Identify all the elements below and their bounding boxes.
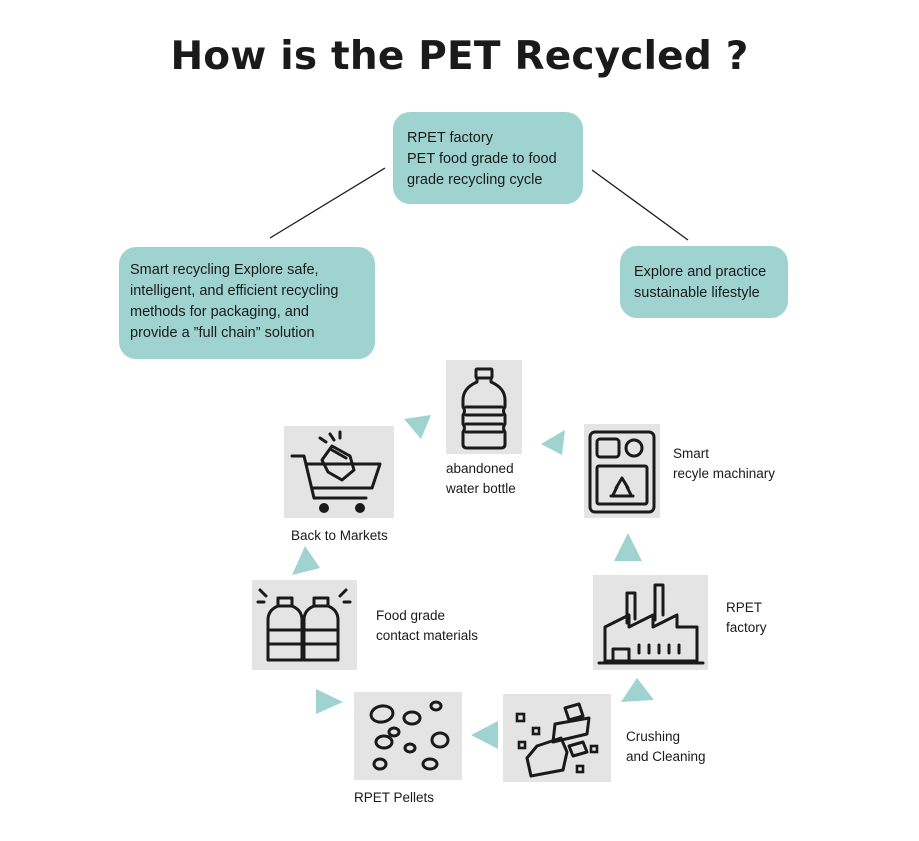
arrow-factory-to-machine <box>614 533 642 561</box>
connector-left <box>269 167 386 239</box>
left-box-line-4: provide a ”full chain” solution <box>130 325 315 341</box>
pellets-card <box>354 692 462 780</box>
food-grade-card <box>252 580 357 670</box>
crushing-label: Crushing and Cleaning <box>626 727 706 767</box>
food-grade-label: Food grade contact materials <box>376 606 478 646</box>
machine-label-line-1: Smart <box>673 446 710 461</box>
left-box-line-3: methods for packaging, and <box>130 304 309 320</box>
machine-label-line-2: recyle machinary <box>673 466 776 481</box>
machine-label: Smart recyle machinary <box>673 444 775 484</box>
crushing-label-line-1: Crushing <box>626 729 681 744</box>
left-box-line-1: Smart recycling Explore safe, <box>130 262 319 278</box>
right-box-line-2: sustainable lifestyle <box>634 285 760 301</box>
bottle-label: abandoned water bottle <box>446 459 516 499</box>
sustainable-lifestyle-box: Explore and practice sustainable lifesty… <box>620 246 788 318</box>
arrow-machine-to-bottle <box>541 430 565 455</box>
food-grade-bottles-icon <box>256 588 352 662</box>
pellets-label-line-1: RPET Pellets <box>354 790 435 805</box>
factory-icon <box>597 583 705 665</box>
cart-label: Back to Markets <box>291 526 388 546</box>
food-grade-label-line-1: Food grade <box>376 608 446 623</box>
bottle-label-line-1: abandoned <box>446 461 514 476</box>
top-box-line-2: PET food grade to food <box>407 151 557 167</box>
shopping-cart-card <box>284 426 394 518</box>
water-bottle-icon <box>461 367 507 450</box>
factory-label-line-1: RPET <box>726 600 763 615</box>
arrow-crushing-to-pellets <box>471 721 498 749</box>
page-title: How is the PET Recycled ? <box>170 34 749 79</box>
arrow-crushing-to-factory <box>621 678 654 702</box>
factory-label-line-2: factory <box>726 620 767 635</box>
left-box-line-2: intelligent, and efficient recycling <box>130 283 339 299</box>
top-box-line-1: RPET factory <box>407 130 493 146</box>
arrow-cart-to-bottle <box>404 415 431 439</box>
crushed-plastic-icon <box>515 702 599 778</box>
shopping-cart-icon <box>290 430 382 513</box>
pellets-icon <box>369 700 450 771</box>
crushing-label-line-2: and Cleaning <box>626 749 706 764</box>
recycle-machine-card <box>584 424 660 518</box>
factory-card <box>593 575 708 670</box>
rpet-factory-box: RPET factory PET food grade to food grad… <box>393 112 583 204</box>
right-box-line-1: Explore and practice <box>634 264 767 280</box>
cart-label-line-1: Back to Markets <box>291 528 388 543</box>
pellets-label: RPET Pellets <box>354 788 434 808</box>
crushing-card <box>503 694 611 782</box>
arrow-food-to-cart <box>292 546 320 575</box>
arrow-pellets-to-food <box>316 689 343 714</box>
water-bottle-card <box>446 360 522 454</box>
factory-label: RPET factory <box>726 598 767 638</box>
recycle-machine-icon <box>588 430 656 514</box>
connector-right <box>591 169 689 241</box>
top-box-line-3: grade recycling cycle <box>407 172 543 188</box>
bottle-label-line-2: water bottle <box>446 481 516 496</box>
food-grade-label-line-2: contact materials <box>376 628 479 643</box>
smart-recycling-box: Smart recycling Explore safe, intelligen… <box>119 247 375 359</box>
